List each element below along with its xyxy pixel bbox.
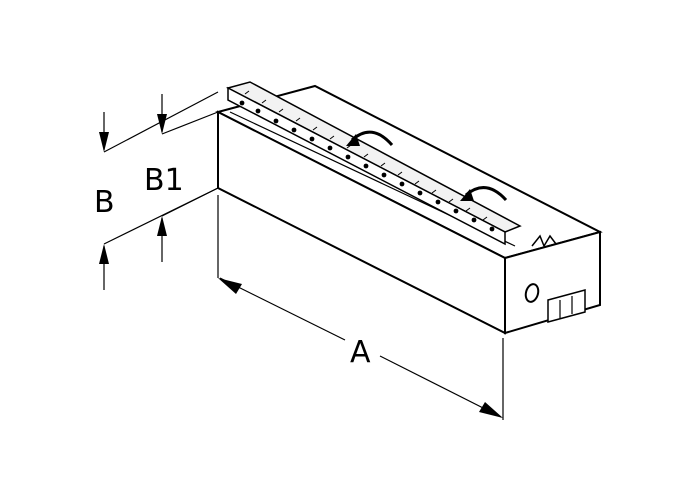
scale-strip [225, 81, 522, 246]
dimension-label-a: A [350, 335, 371, 370]
curved-arrow-icon [460, 186, 508, 202]
dimension-b1 [157, 94, 219, 262]
dimension-a [217, 195, 504, 420]
dimension-label-b1: B1 [144, 163, 184, 198]
curved-arrow-icon [346, 130, 394, 147]
bolt-hole [524, 283, 540, 303]
dimension-label-b: B [94, 185, 115, 220]
